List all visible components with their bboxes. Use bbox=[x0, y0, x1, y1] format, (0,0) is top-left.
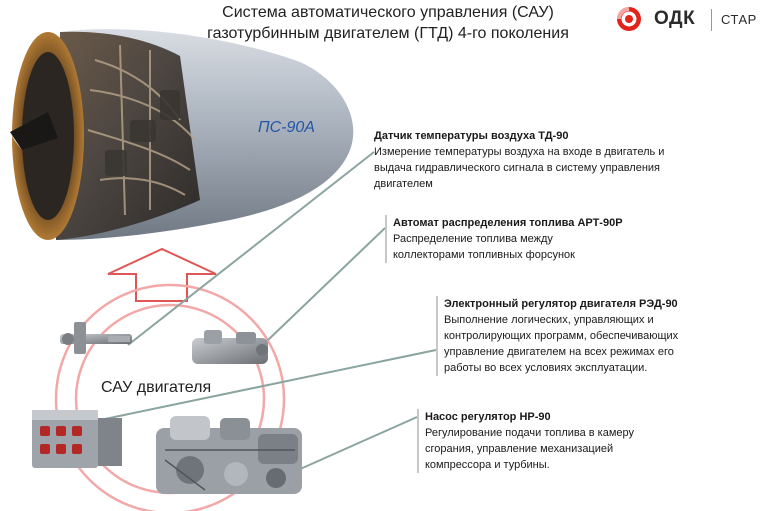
logo-subtitle: СТАР bbox=[721, 12, 757, 27]
component-art90r: Автомат распределения топлива АРТ-90Р Ра… bbox=[385, 215, 663, 263]
connector-lines bbox=[99, 151, 437, 471]
odk-logo: ОДК СТАР bbox=[614, 5, 766, 33]
sau-label: САУ двигателя bbox=[101, 379, 212, 396]
component-text: Выполнение логических, управляющих и кон… bbox=[444, 314, 679, 374]
component-red90: Электронный регулятор двигателя РЭД-90 В… bbox=[436, 296, 724, 376]
page-title: Система автоматического управления (САУ)… bbox=[178, 2, 598, 44]
component-heading: Насос регулятор НР-90 bbox=[425, 411, 551, 423]
logo-separator bbox=[711, 9, 712, 31]
up-arrow bbox=[107, 247, 217, 302]
title-line-2: газотурбинным двигателем (ГТД) 4-го поко… bbox=[207, 25, 569, 42]
unit-red90-image bbox=[32, 410, 122, 468]
component-text: Распределение топлива между коллекторами… bbox=[393, 233, 575, 261]
title-line-1: Система автоматического управления (САУ) bbox=[222, 4, 554, 21]
component-heading: Автомат распределения топлива АРТ-90Р bbox=[393, 217, 623, 229]
component-nr90: Насос регулятор НР-90 Регулирование пода… bbox=[417, 409, 695, 473]
component-text: Измерение температуры воздуха на входе в… bbox=[374, 146, 665, 190]
component-heading: Датчик температуры воздуха ТД-90 bbox=[374, 130, 569, 142]
odk-logo-icon bbox=[617, 7, 641, 31]
engine-image: ПС-90А bbox=[10, 29, 354, 241]
unit-nr90-image bbox=[156, 416, 302, 494]
engine-marking: ПС-90А bbox=[258, 119, 315, 136]
unit-art90r-image bbox=[192, 330, 268, 364]
sensor-td90-image bbox=[60, 322, 132, 354]
component-td90: Датчик температуры воздуха ТД-90 Измерен… bbox=[374, 128, 704, 192]
component-text: Регулирование подачи топлива в камеру сг… bbox=[425, 427, 635, 471]
logo-name: ОДК bbox=[654, 8, 696, 29]
component-heading: Электронный регулятор двигателя РЭД-90 bbox=[444, 298, 678, 310]
